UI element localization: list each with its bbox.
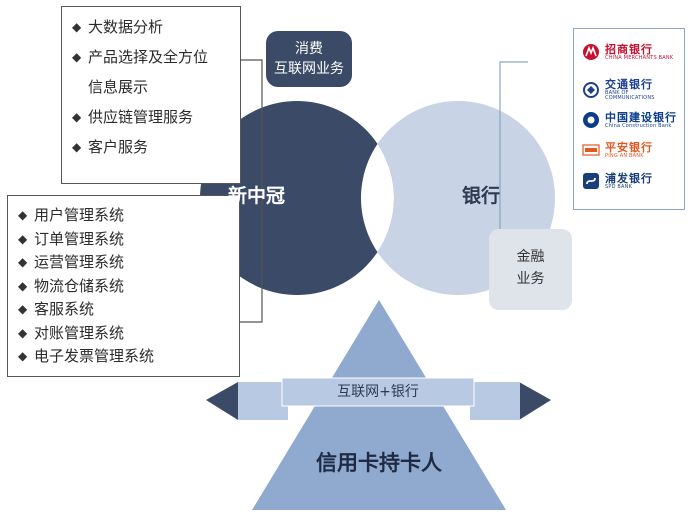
diamond-bullet-icon: ◆: [72, 140, 82, 154]
diamond-bullet-icon: ◆: [72, 20, 82, 34]
connector-line: [230, 59, 263, 323]
service-list-item: ◆ 产品选择及全方位: [62, 42, 240, 72]
system-list-box: ◆ 用户管理系统 ◆ 订单管理系统 ◆ 运营管理系统 ◆ 物流仓储系统 ◆ 客服系统 ◆ 对账管理系统…: [7, 195, 240, 377]
system-list: ◆ 用户管理系统 ◆ 订单管理系统 ◆ 运营管理系统 ◆ 物流仓储系统 ◆ 客服系统 ◆ 对账管理系统…: [8, 196, 239, 369]
xinzhongguan-circle: [200, 101, 394, 295]
diamond-bullet-icon: ◆: [72, 50, 82, 64]
system-list-item: ◆ 客服系统: [8, 298, 239, 322]
banner-label: 互联网+银行: [337, 384, 419, 400]
diamond-bullet-icon: ◆: [18, 278, 28, 293]
banner-center: [281, 377, 475, 407]
system-list-item: ◆ 订单管理系统: [8, 228, 239, 252]
service-list-text: 产品选择及全方位: [88, 48, 209, 66]
consumer-internet-pill: 消费 互联网业务: [266, 31, 352, 87]
bocom-logo-icon: [582, 81, 600, 99]
pingan-logo-icon: [582, 141, 600, 159]
service-list: ◆ 大数据分析 ◆ 产品选择及全方位信息展示 ◆ 供应链管理服务 ◆ 客户服务: [62, 7, 240, 162]
system-list-item: ◆ 电子发票管理系统: [8, 345, 239, 369]
system-list-text: 客服系统: [34, 300, 95, 318]
system-list-item: ◆ 对账管理系统: [8, 322, 239, 346]
bank-english-name: PING AN BANK: [605, 152, 644, 159]
finance-line1: 金融: [516, 249, 545, 265]
bank-english-name: BANK OF COMMUNICATIONS: [605, 90, 655, 101]
bank-chinese-name: 招商银行: [605, 42, 653, 56]
system-list-text: 对账管理系统: [34, 323, 125, 342]
service-list-text: 客户服务: [88, 138, 149, 156]
ccb-logo-icon: [582, 111, 600, 129]
cardholder-label: 信用卡持卡人: [316, 451, 442, 475]
bank-chinese-name: 浦发银行: [605, 171, 653, 185]
bank-label: 银行: [462, 185, 501, 207]
spd-logo-icon: [582, 172, 600, 190]
system-list-text: 物流仓储系统: [34, 276, 125, 295]
cmb-logo-icon: [582, 43, 600, 61]
banner-left-band: [238, 382, 288, 420]
bank-chinese-name: 中国建设银行: [605, 110, 677, 124]
bank-english-name: SPD BANK: [605, 183, 633, 190]
service-list-item: ◆ 客户服务: [62, 132, 240, 162]
xinzhongguan-label: 新中冠: [228, 185, 286, 207]
consumer-internet-line2: 互联网业务: [274, 61, 344, 77]
bank-english-name: CHINA MERCHANTS BANK: [605, 54, 674, 61]
banner-right-arrow: [519, 382, 551, 420]
service-list-text: 信息展示: [88, 78, 149, 96]
finance-pill: 金融 业务: [489, 229, 572, 310]
bank-connector-line: [499, 61, 528, 260]
bank-english-name: China Construction Bank: [605, 122, 672, 129]
system-list-item: ◆ 用户管理系统: [8, 204, 239, 228]
system-list-item: ◆ 物流仓储系统: [8, 275, 239, 299]
system-list-text: 用户管理系统: [34, 206, 125, 224]
bank-chinese-name: 交通银行: [605, 78, 653, 91]
service-list-item: ◆ 供应链管理服务: [62, 102, 240, 132]
service-list-text: 供应链管理服务: [88, 108, 194, 126]
consumer-internet-line1: 消费: [295, 41, 323, 57]
diamond-bullet-icon: ◆: [18, 231, 28, 246]
system-list-text: 订单管理系统: [34, 229, 125, 248]
diamond-bullet-icon: ◆: [72, 110, 82, 124]
diamond-bullet-icon: ◆: [18, 325, 28, 340]
diamond-bullet-icon: ◆: [18, 255, 28, 269]
finance-line2: 业务: [516, 271, 545, 287]
system-list-text: 电子发票管理系统: [34, 347, 155, 365]
diamond-bullet-icon: ◆: [18, 349, 28, 363]
banner-left-arrow: [206, 382, 238, 420]
system-list-text: 运营管理系统: [34, 253, 125, 271]
banner-right-band: [470, 382, 520, 420]
system-list-item: ◆ 运营管理系统: [8, 251, 239, 275]
service-list-item: ◆ 大数据分析: [62, 12, 240, 42]
diamond-bullet-icon: ◆: [18, 208, 28, 222]
service-list-item: 信息展示: [62, 72, 240, 102]
service-list-box: ◆ 大数据分析 ◆ 产品选择及全方位信息展示 ◆ 供应链管理服务 ◆ 客户服务: [61, 6, 241, 184]
service-list-text: 大数据分析: [88, 18, 164, 36]
bank-chinese-name: 平安银行: [605, 140, 653, 154]
diamond-bullet-icon: ◆: [18, 302, 28, 316]
